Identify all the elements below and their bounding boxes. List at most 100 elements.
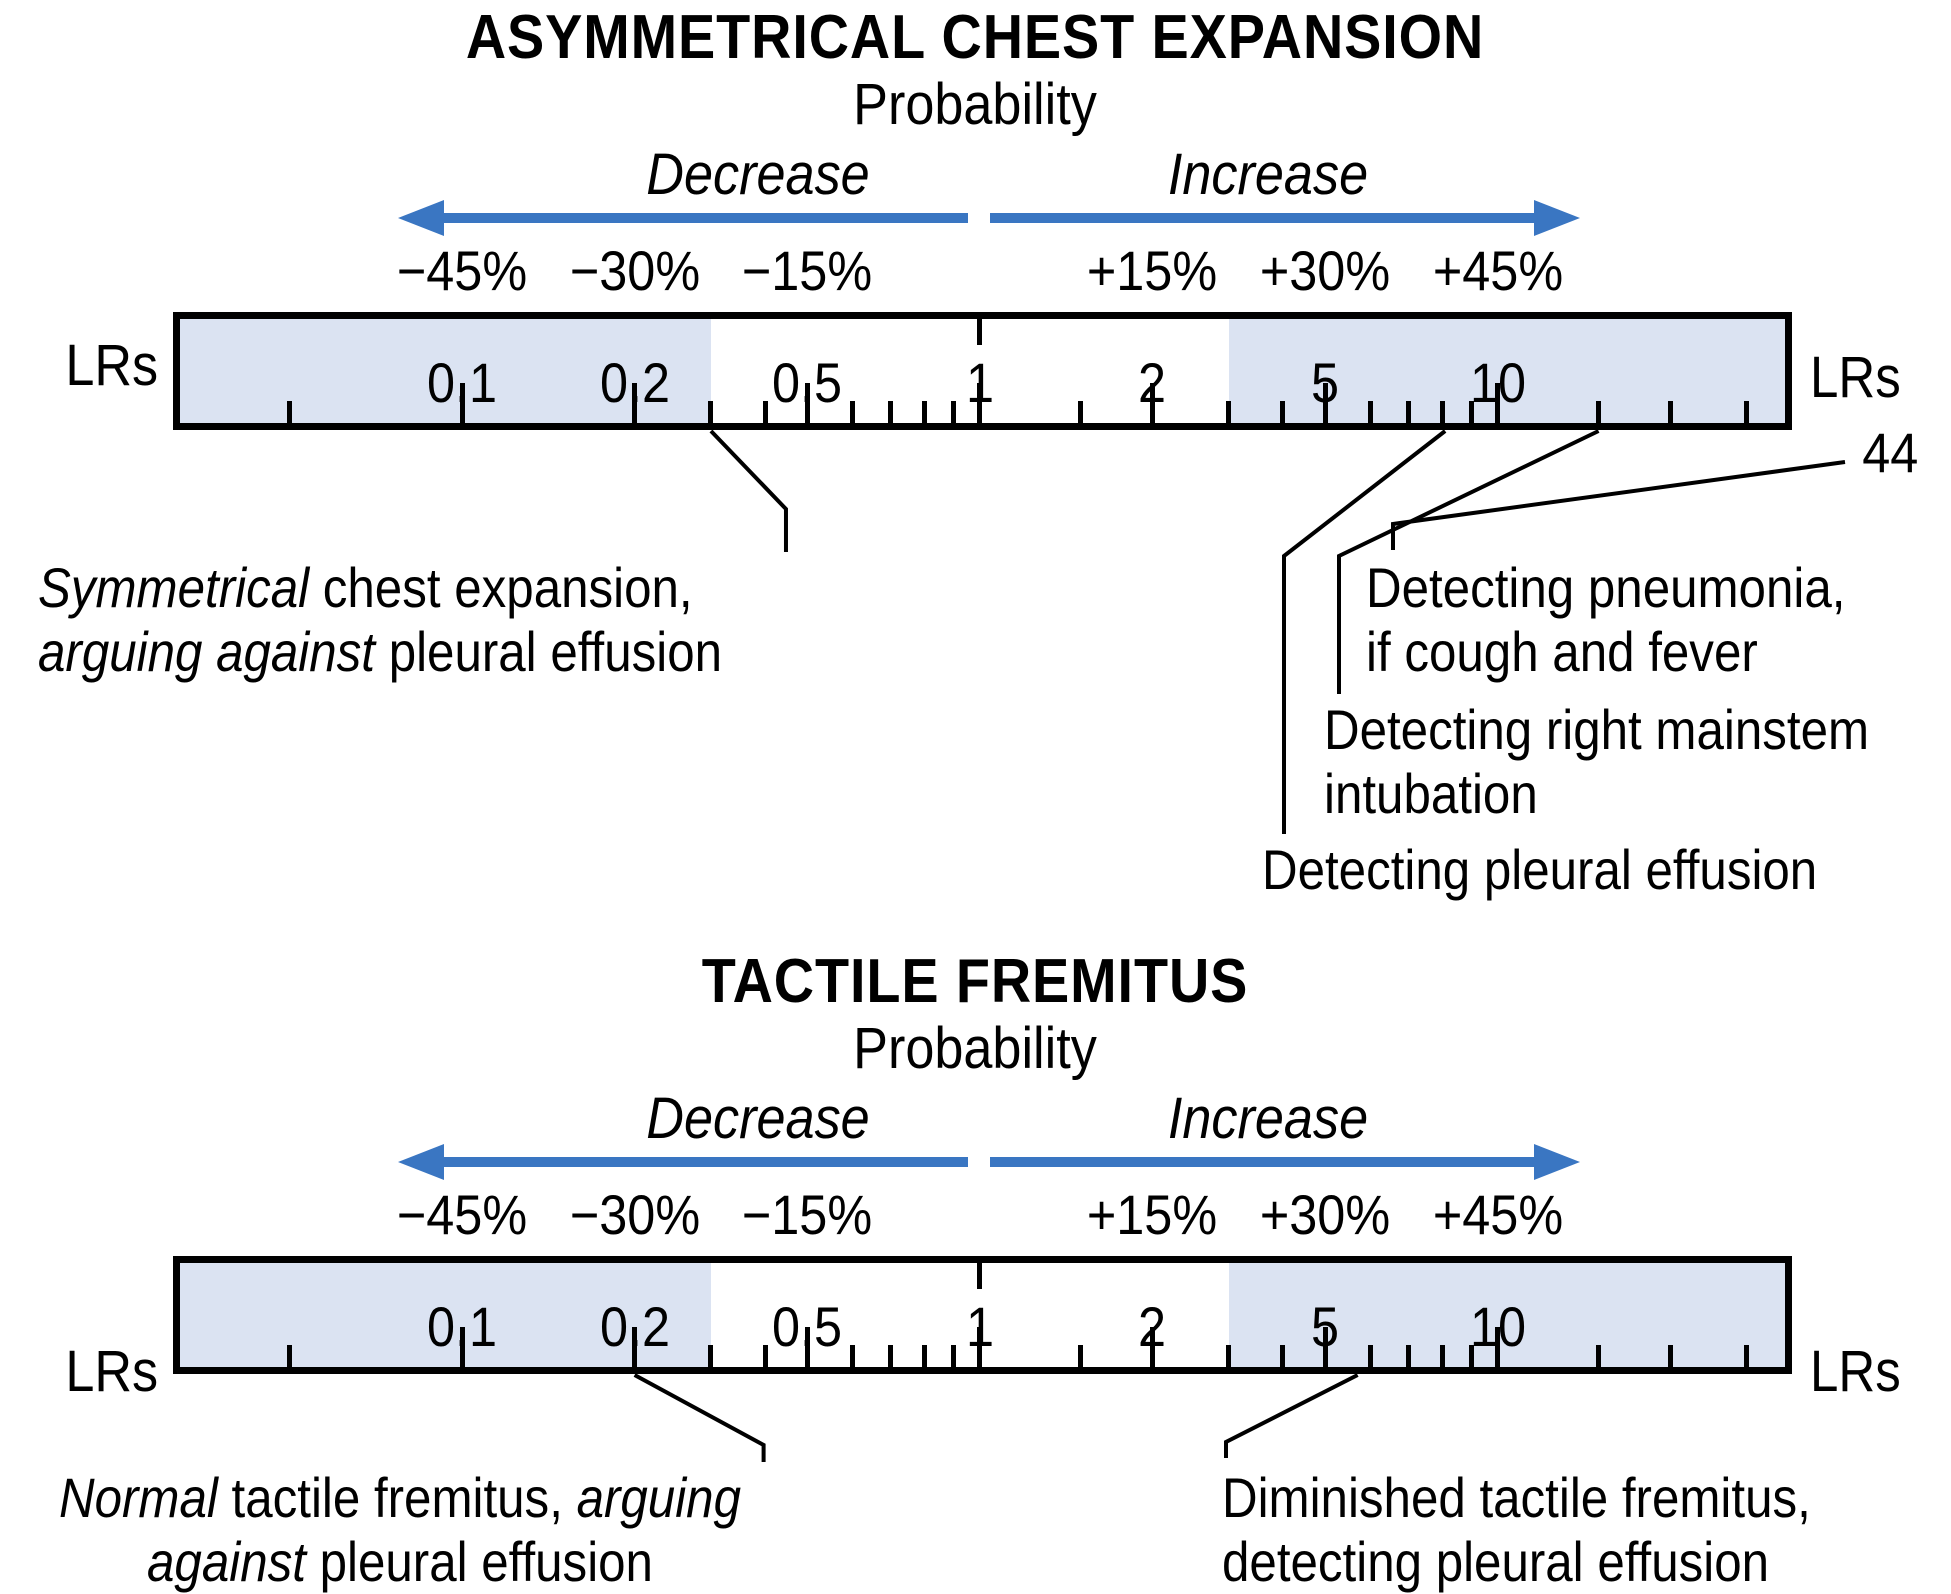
lr-major-tick	[1495, 383, 1501, 423]
lr-minor-tick	[1226, 1345, 1232, 1367]
lr-minor-tick	[762, 401, 768, 423]
lr-major-tick	[1322, 383, 1328, 423]
lr-minor-tick	[762, 1345, 768, 1367]
decrease-label: Decrease	[646, 1086, 870, 1151]
lr-minor-tick	[1280, 401, 1286, 423]
lr-top-tick	[977, 319, 983, 345]
callout-line-symmetrical	[709, 429, 788, 552]
annotation-line: Detecting right mainstem	[1324, 698, 1870, 761]
annotation-normal-tactile-fremitus: Normal tactile fremitus, arguing against…	[59, 1466, 741, 1594]
lr-major-tick	[804, 383, 810, 423]
lr-tick-label: 1	[965, 351, 994, 414]
lr-minor-tick	[951, 401, 957, 423]
lr-minor-tick	[1367, 401, 1373, 423]
lr-minor-tick	[951, 1345, 957, 1367]
callout-line-diminished	[1224, 1373, 1359, 1458]
annotation-line: Detecting pneumonia,	[1366, 556, 1846, 619]
lr-tick-label: 2	[1138, 351, 1167, 414]
lr-minor-tick	[1439, 1345, 1445, 1367]
lr-scale-bar	[173, 312, 1792, 430]
lr-tick-label: 10	[1469, 351, 1526, 414]
lr-tick-label: 0.2	[599, 1295, 670, 1358]
lr-tick-label: 0.1	[426, 351, 498, 414]
lr-significant-region-shading	[180, 1263, 711, 1367]
probability-increase-arrowhead-icon	[1534, 200, 1580, 236]
annotation-line: Detecting pleural effusion	[1262, 838, 1818, 901]
lr-minor-tick	[888, 401, 894, 423]
lr-minor-tick	[1667, 1345, 1673, 1367]
annotation-detecting-right-mainstem-intubation: Detecting right mainstem intubation	[1324, 698, 1869, 826]
lr-tick-label: 0.5	[772, 1295, 843, 1358]
lr-minor-tick	[1280, 1345, 1286, 1367]
percent-label: +30%	[1259, 1183, 1391, 1246]
lr-minor-tick	[850, 1345, 856, 1367]
percent-label: −15%	[742, 1183, 873, 1246]
annotation-symmetrical-chest-expansion: Symmetrical chest expansion, arguing aga…	[38, 556, 722, 684]
probability-decrease-arrowhead-icon	[398, 200, 444, 236]
lr-tick-label: 5	[1310, 351, 1340, 414]
lr-major-tick	[632, 383, 638, 423]
percent-label: −15%	[742, 239, 873, 302]
lrs-label-left: LRs	[65, 333, 158, 398]
probability-increase-arrow-shaft	[990, 213, 1534, 223]
lr-top-tick	[977, 1263, 983, 1289]
lr-minor-tick	[921, 401, 927, 423]
lr-major-tick	[1149, 383, 1155, 423]
increase-label: Increase	[1167, 142, 1369, 207]
annotation-line: intubation	[1324, 762, 1538, 825]
lr-minor-tick	[1078, 401, 1084, 423]
lr-scale-bar	[173, 1256, 1792, 1374]
figure-title: ASYMMETRICAL CHEST EXPANSION	[465, 3, 1485, 72]
lr-major-tick	[1495, 1327, 1501, 1367]
lr-minor-tick	[888, 1345, 894, 1367]
percent-label: −30%	[569, 1183, 700, 1246]
probability-increase-arrowhead-icon	[1534, 1144, 1580, 1180]
annotation-diminished-tactile-fremitus: Diminished tactile fremitus, detecting p…	[1222, 1466, 1811, 1594]
annotation-line: Symmetrical chest expansion,	[38, 556, 693, 619]
lr-tick-label: 0.2	[599, 351, 670, 414]
probability-decrease-arrow-shaft	[434, 213, 968, 223]
lr-major-tick	[977, 383, 983, 423]
increase-label: Increase	[1167, 1086, 1369, 1151]
annotation-line: detecting pleural effusion	[1222, 1530, 1770, 1593]
percent-label: +45%	[1432, 1183, 1563, 1246]
lr-minor-tick	[1406, 1345, 1412, 1367]
decrease-label: Decrease	[646, 142, 870, 207]
lr-minor-tick	[1744, 1345, 1750, 1367]
percent-label: −45%	[396, 239, 528, 302]
callout-line-pneumonia	[1391, 460, 1846, 550]
lr-minor-tick	[708, 401, 714, 423]
percent-label: −45%	[396, 1183, 528, 1246]
lr-minor-tick	[1667, 401, 1673, 423]
lr-minor-tick	[921, 1345, 927, 1367]
percent-label: +15%	[1087, 239, 1218, 302]
lr-minor-tick	[286, 1345, 292, 1367]
lr-minor-tick	[1406, 401, 1412, 423]
lr-minor-tick	[1468, 1345, 1474, 1367]
offscale-lr-value-44: 44	[1861, 421, 1918, 484]
lrs-label-right: LRs	[1810, 1339, 1901, 1404]
lr-major-tick	[1322, 1327, 1328, 1367]
lr-minor-tick	[1078, 1345, 1084, 1367]
lr-tick-label: 0.5	[772, 351, 843, 414]
lr-major-tick	[977, 1327, 983, 1367]
lr-tick-label: 5	[1310, 1295, 1340, 1358]
lr-minor-tick	[1468, 401, 1474, 423]
lr-significant-region-shading	[1228, 1263, 1785, 1367]
annotation-line: against pleural effusion	[147, 1530, 653, 1593]
lr-tick-label: 2	[1138, 1295, 1167, 1358]
annotation-detecting-pneumonia: Detecting pneumonia, if cough and fever	[1366, 556, 1845, 684]
lr-minor-tick	[1744, 401, 1750, 423]
lr-minor-tick	[1367, 1345, 1373, 1367]
callout-line-normal	[633, 1373, 766, 1462]
percent-label: +15%	[1087, 1183, 1218, 1246]
lr-significant-region-shading	[180, 319, 711, 423]
lr-minor-tick	[708, 1345, 714, 1367]
lr-major-tick	[459, 1327, 465, 1367]
probability-label: Probability	[853, 72, 1097, 137]
lr-minor-tick	[286, 401, 292, 423]
lr-major-tick	[1149, 1327, 1155, 1367]
lrs-label-right: LRs	[1810, 345, 1901, 410]
probability-decrease-arrow-shaft	[434, 1157, 968, 1167]
annotation-line: Normal tactile fremitus, arguing	[59, 1466, 741, 1529]
